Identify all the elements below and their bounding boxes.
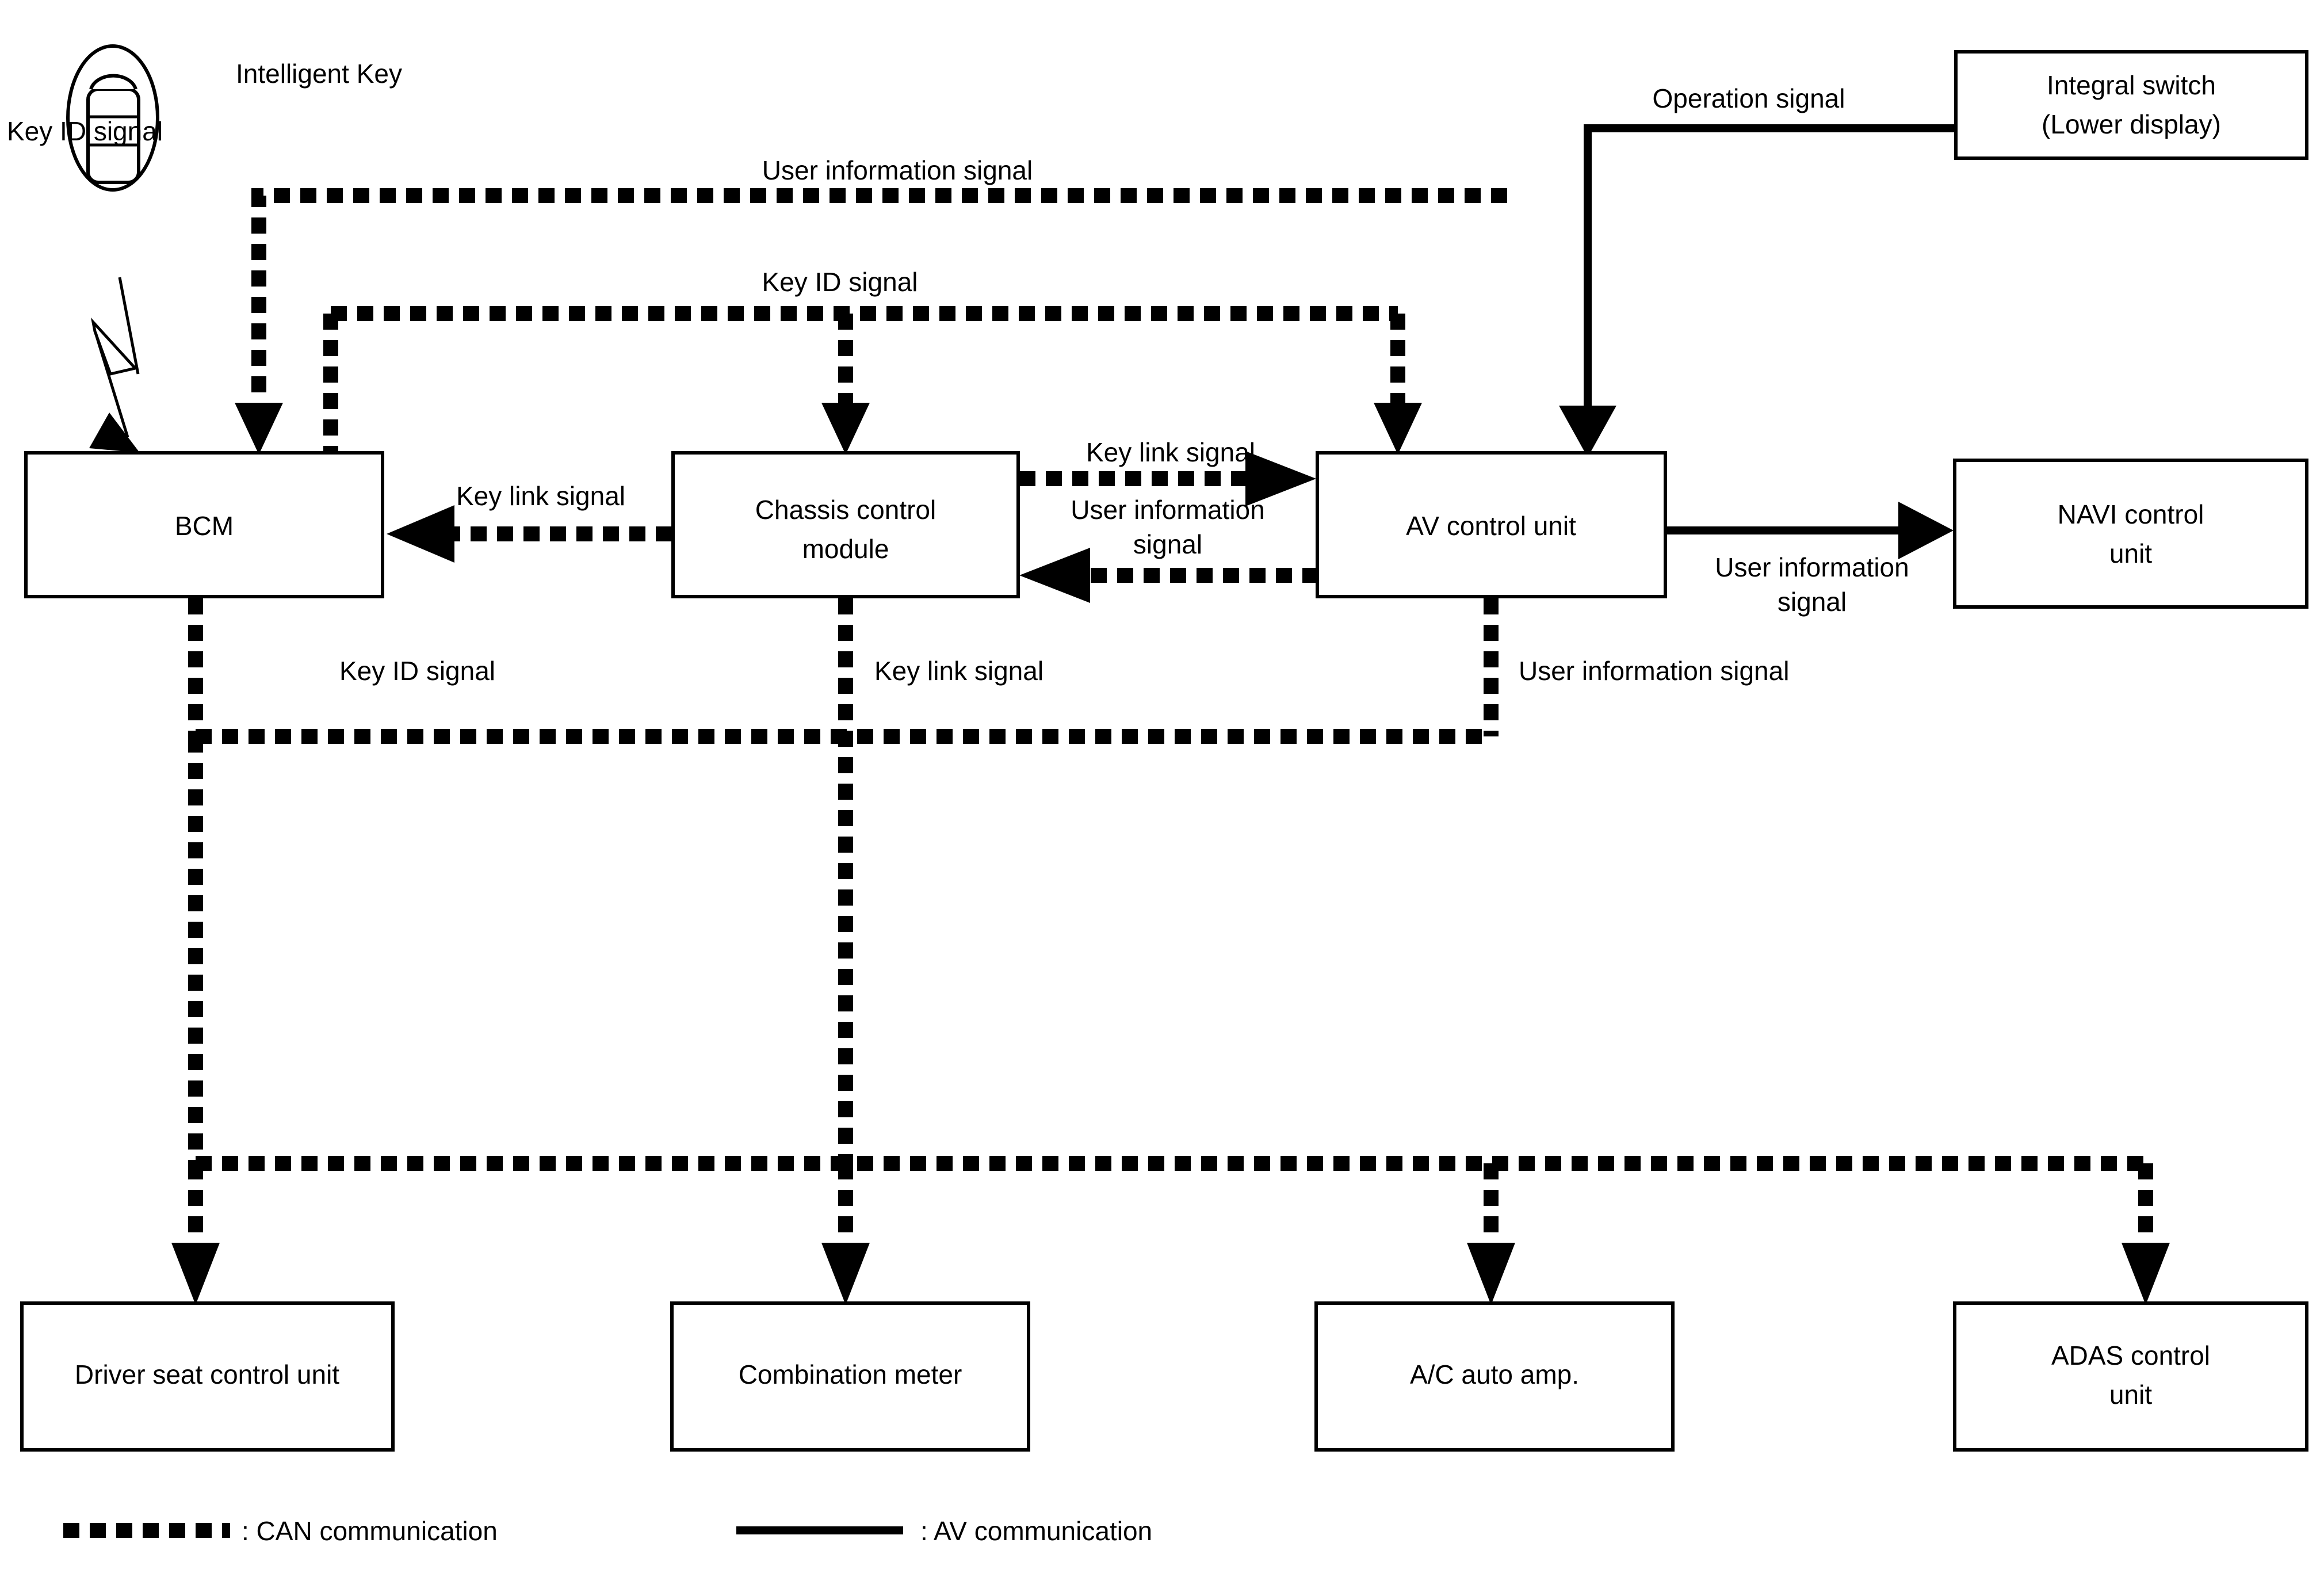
key-link-chassis-to-av-label: Key link signal <box>1086 437 1255 467</box>
can-bus-bottom-horizontal <box>171 736 2170 1305</box>
legend-av-label: : AV communication <box>920 1516 1152 1546</box>
adas-control-unit-box[interactable] <box>1953 1301 2308 1452</box>
navi-control-unit-label-2: unit <box>2109 539 2152 568</box>
chassis-control-module-box[interactable] <box>671 451 1020 598</box>
user-info-to-navi-label-1: User information <box>1715 552 1909 582</box>
intelligent-key-label: Intelligent Key <box>236 59 402 89</box>
chassis-control-module-label-1: Chassis control <box>755 495 936 525</box>
av-line-operation-signal <box>1559 124 1956 457</box>
can-bus-user-information-top <box>235 188 1507 455</box>
av-line-to-navi <box>1667 502 1954 559</box>
key-id-top-label: Key ID signal <box>762 267 918 297</box>
can-arrow-chassis-to-bcm <box>387 505 672 563</box>
key-id-rf-label: Key ID signal <box>7 116 163 146</box>
key-fob-icon <box>66 44 159 192</box>
bcm-box[interactable] <box>24 451 384 598</box>
integral-switch-label-1: Integral switch <box>2047 70 2216 100</box>
integral-switch-box[interactable] <box>1954 50 2308 160</box>
navi-control-unit-label-1: NAVI control <box>2058 499 2204 529</box>
key-link-chassis-to-bcm-label: Key link signal <box>456 481 625 511</box>
can-arrow-av-to-chassis <box>1019 548 1318 603</box>
ac-auto-amp-label: A/C auto amp. <box>1410 1360 1579 1389</box>
navi-control-unit-box[interactable] <box>1953 459 2308 609</box>
key-id-rf-arrow <box>89 332 140 453</box>
legend-can-label: : CAN communication <box>242 1516 498 1546</box>
operation-signal-label: Operation signal <box>1653 83 1845 113</box>
adas-control-unit-label-1: ADAS control <box>2051 1341 2210 1370</box>
av-control-unit-label: AV control unit <box>1406 511 1576 541</box>
combination-meter-box[interactable] <box>670 1301 1030 1452</box>
combination-meter-label: Combination meter <box>739 1360 962 1389</box>
key-id-bcm-down-label: Key ID signal <box>339 656 495 686</box>
user-info-to-navi-label-2: signal <box>1778 587 1847 617</box>
bcm-label: BCM <box>175 511 234 541</box>
driver-seat-control-unit-label: Driver seat control unit <box>75 1360 339 1389</box>
user-info-av-down-label: User information signal <box>1519 656 1789 686</box>
user-information-top-label: User information signal <box>762 155 1033 185</box>
ac-auto-amp-box[interactable] <box>1314 1301 1675 1452</box>
rf-zigzag-icon <box>90 277 140 376</box>
chassis-control-module-label-2: module <box>802 534 889 564</box>
user-info-av-to-chassis-label-2: signal <box>1133 529 1202 559</box>
key-link-chassis-down-label: Key link signal <box>874 656 1043 686</box>
driver-seat-control-unit-box[interactable] <box>20 1301 395 1452</box>
adas-control-unit-label-2: unit <box>2109 1380 2152 1410</box>
integral-switch-label-2: (Lower display) <box>2042 109 2221 139</box>
user-info-av-to-chassis-label-1: User information <box>1071 495 1264 525</box>
can-arrow-chassis-to-av <box>1019 451 1316 506</box>
av-control-unit-box[interactable] <box>1316 451 1667 598</box>
can-bus-key-id-top <box>323 306 1422 455</box>
